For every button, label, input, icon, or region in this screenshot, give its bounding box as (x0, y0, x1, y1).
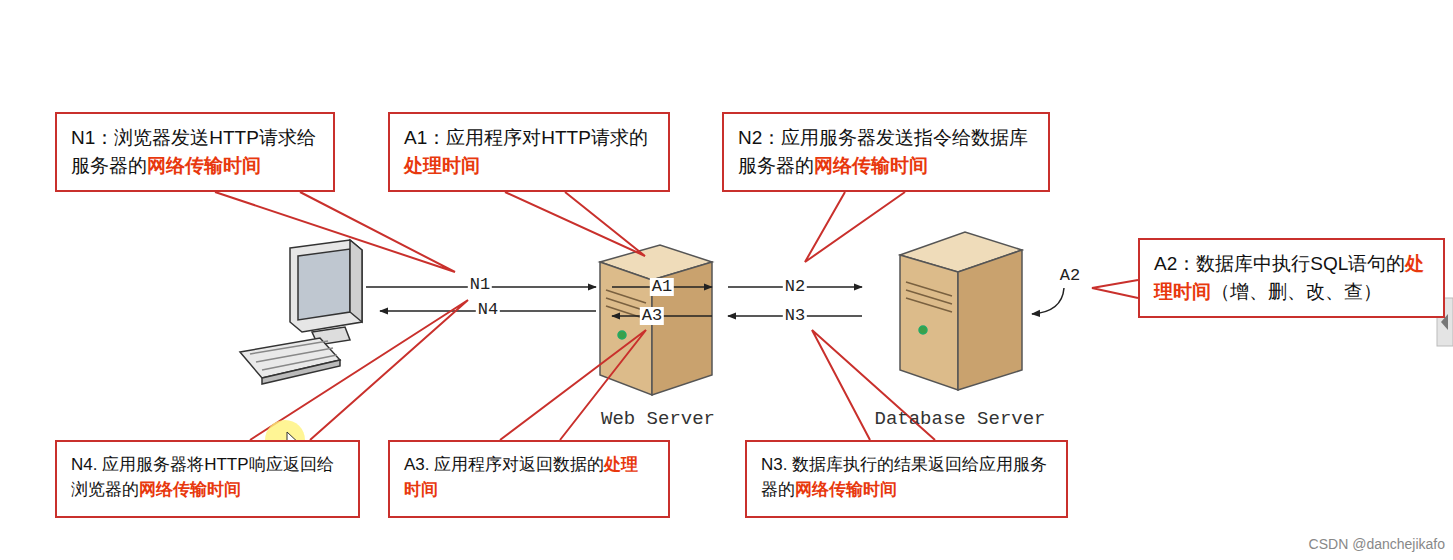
edge-label: N3 (783, 307, 807, 325)
callout-text: 网络传输时间 (147, 155, 261, 176)
callout-text: 网络传输时间 (814, 155, 928, 176)
callout-text: 处理时间 (404, 155, 480, 176)
callout-number: N1 (468, 276, 492, 294)
callout-number: N4 (476, 301, 500, 319)
callout-number: A1 (650, 278, 674, 296)
callout-number: A3 (640, 307, 664, 325)
callout-box: N2：应用服务器发送指令给数据库服务器的网络传输时间 (722, 112, 1050, 192)
callout-box: N4. 应用服务器将HTTP响应返回给浏览器的网络传输时间 (55, 440, 360, 518)
edge-label: N2 (783, 278, 807, 296)
web-server-icon (600, 245, 712, 395)
callout-box: A1：应用程序对HTTP请求的处理时间 (388, 112, 670, 192)
server-node: Web Server (588, 240, 728, 430)
callout-box: N3. 数据库执行的结果返回给应用服务器的网络传输时间 (745, 440, 1068, 518)
callout-box: A2：数据库中执行SQL语句的处理时间（增、删、改、查） (1138, 238, 1445, 318)
callout-text: A1：应用程序对HTTP请求的 (404, 127, 648, 148)
callout-text: A2：数据库中执行SQL语句的 (1154, 253, 1405, 274)
leader-lines (215, 192, 1138, 440)
computer-icon (240, 240, 362, 384)
callout-text: （增、删、改、查） (1211, 281, 1382, 302)
callout-text: 网络传输时间 (139, 480, 241, 499)
watermark: CSDN @danchejikafo (1309, 536, 1445, 552)
database-server-icon (900, 232, 1022, 390)
server-label: Web Server (588, 408, 728, 430)
callout-number: A2 (1058, 267, 1082, 285)
server-node: Database Server (862, 230, 1058, 430)
callout-box: A3. 应用程序对返回数据的处理时间 (388, 440, 670, 518)
callout-text: 网络传输时间 (795, 480, 897, 499)
server-label: Database Server (862, 408, 1058, 430)
callout-text: A3. 应用程序对返回数据的 (404, 455, 604, 474)
callout-box: N1：浏览器发送HTTP请求给服务器的网络传输时间 (55, 112, 335, 192)
